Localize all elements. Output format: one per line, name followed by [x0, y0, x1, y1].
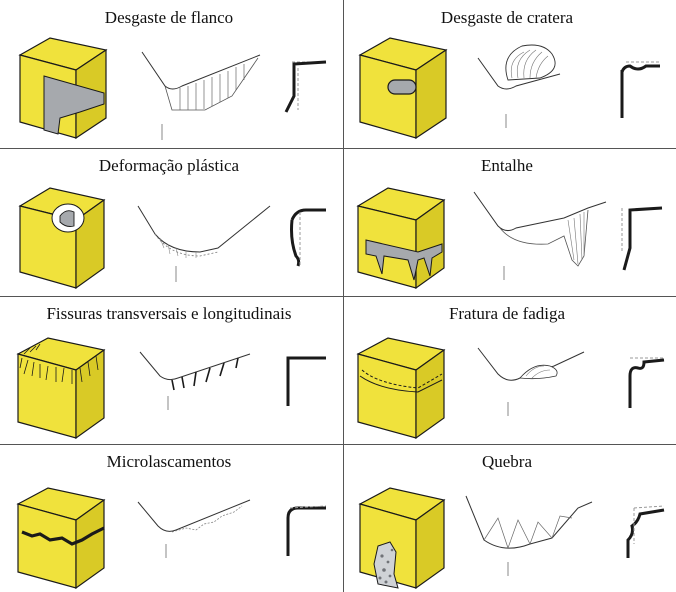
cell-title: Fissuras transversais e longitudinais — [46, 304, 292, 323]
cell-crater-wear: Desgaste de cratera — [338, 0, 676, 148]
divider-row-3 — [0, 444, 676, 445]
cell-title: Microlascamentos — [106, 452, 232, 471]
cell-title: Quebra — [481, 452, 533, 471]
cell-cracks: Fissuras transversais e longitudinais — [0, 296, 338, 444]
cell-fracture: Quebra — [338, 444, 676, 592]
divider-row-2 — [0, 296, 676, 297]
fracture-illustration — [358, 487, 665, 590]
cell-flank-wear: Desgaste de flanco — [0, 0, 338, 148]
fatigue-fracture-illustration — [356, 337, 665, 440]
crater-wear-illustration — [358, 37, 660, 140]
cell-title: Fratura de fadiga — [448, 304, 566, 323]
cell-fatigue-fracture: Fratura de fadiga — [338, 296, 676, 444]
cell-title: Desgaste de cratera — [440, 8, 574, 27]
divider-column — [343, 0, 344, 592]
divider-row-1 — [0, 148, 676, 149]
cell-plastic-deformation: Deformação plástica — [0, 148, 338, 296]
cell-title: Entalhe — [481, 156, 533, 175]
cracks-illustration — [16, 337, 326, 440]
cell-notch: Entalhe — [338, 148, 676, 296]
micro-chipping-illustration — [16, 487, 327, 590]
plastic-deformation-illustration — [18, 187, 326, 290]
cell-title: Deformação plástica — [98, 156, 240, 175]
notch-illustration — [356, 187, 663, 290]
cell-title: Desgaste de flanco — [104, 8, 234, 27]
flank-wear-illustration — [18, 37, 327, 140]
cell-micro-chipping: Microlascamentos — [0, 444, 338, 592]
